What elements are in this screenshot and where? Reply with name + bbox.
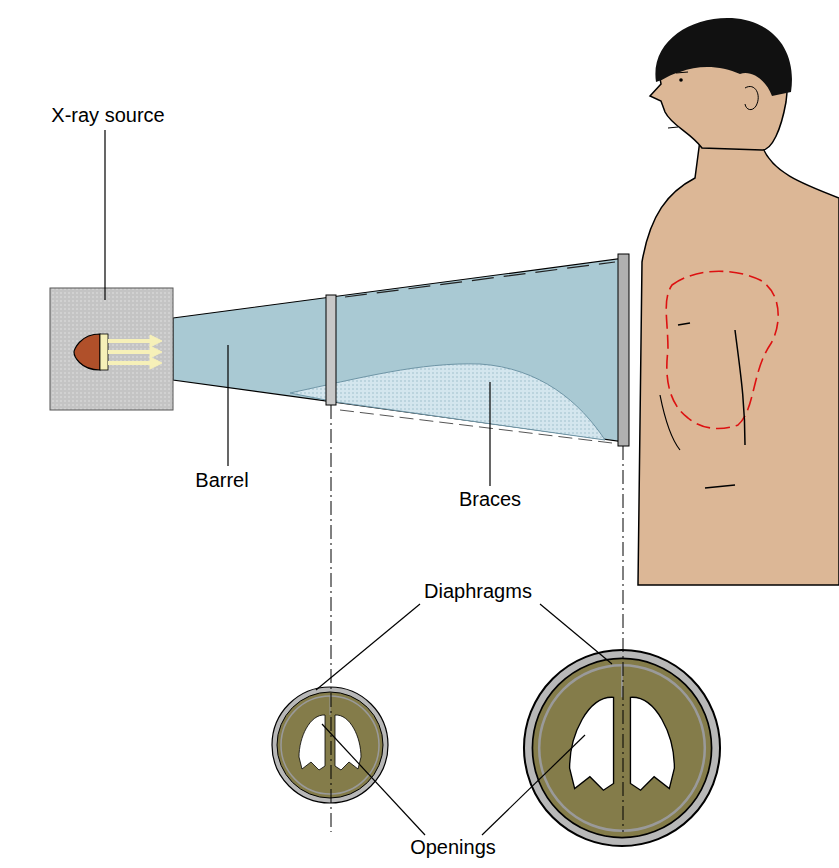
part-label: Diaphragms: [422, 580, 534, 603]
part-label: Openings: [408, 836, 498, 859]
large-diaphragm: [524, 650, 720, 846]
leader-line: [105, 130, 612, 835]
part-label: Braces: [457, 488, 523, 511]
barrel-cone: [173, 254, 629, 446]
patient: [638, 18, 839, 585]
part-label: X-ray source: [49, 104, 166, 127]
x-ray-source: [50, 288, 173, 410]
part-label: Barrel: [193, 469, 250, 492]
small-diaphragm: [272, 687, 388, 803]
projection-line: [331, 405, 623, 832]
